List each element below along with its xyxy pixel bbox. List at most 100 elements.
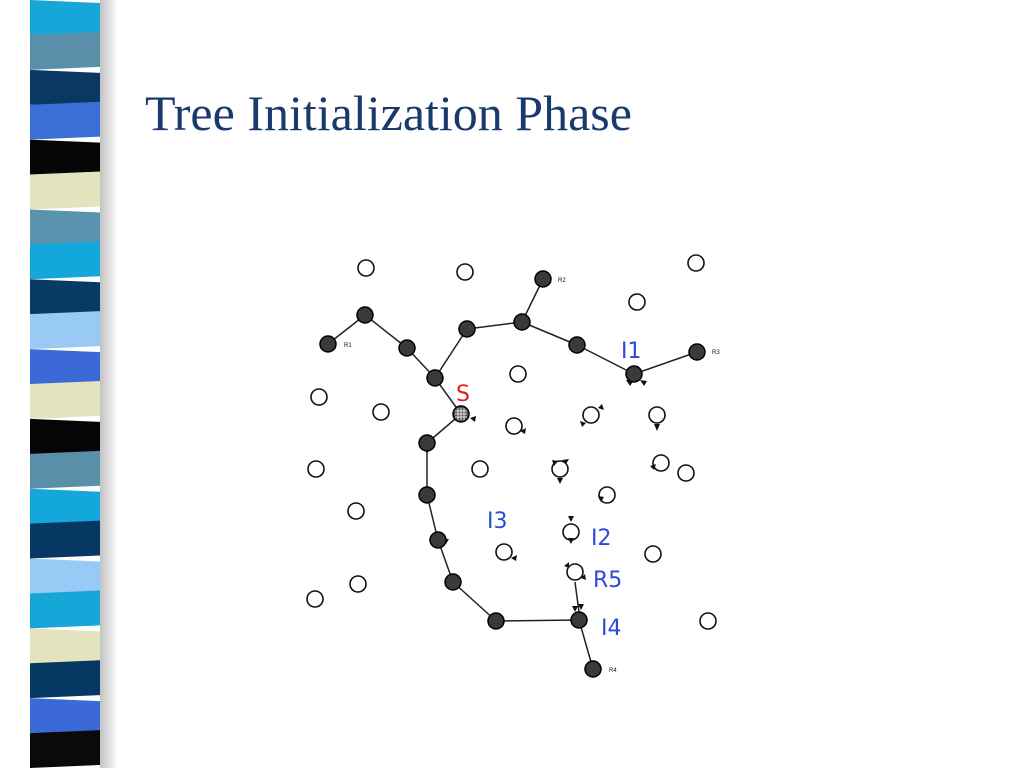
idle-node — [347, 502, 365, 520]
annotation-i1: I1 — [621, 339, 642, 364]
tree-node — [444, 573, 462, 591]
label-r1: R1 — [344, 343, 352, 349]
tree-node — [426, 369, 444, 387]
slide-title: Tree Initialization Phase — [145, 85, 632, 141]
sidebar-stripe — [30, 590, 100, 629]
label-r3: R3 — [712, 350, 720, 356]
sidebar-stripe — [30, 628, 100, 667]
annotation-i4: I4 — [601, 616, 622, 641]
arrow-marker — [552, 460, 558, 466]
sidebar-stripe — [30, 31, 100, 70]
annotation-i3: I3 — [487, 509, 508, 534]
idle-node — [566, 563, 584, 581]
tree-node — [688, 343, 706, 361]
source-node-hatching — [455, 408, 467, 420]
idle-node — [652, 454, 670, 472]
tree-node — [534, 270, 552, 288]
sidebar-stripe — [30, 311, 100, 350]
sidebar-stripe — [30, 450, 100, 489]
sidebar-stripe — [30, 241, 100, 280]
tree-nodes — [319, 270, 706, 678]
idle-node — [677, 464, 695, 482]
tree-node — [584, 660, 602, 678]
edge — [364, 314, 408, 349]
arrow-marker — [568, 538, 574, 544]
sidebar-stripe — [30, 520, 100, 559]
idle-node — [648, 406, 666, 424]
tree-diagram: R1 R2 R3 R4 S I1 I3 I2 R5 I4 — [306, 254, 720, 678]
arrow-marker — [520, 428, 526, 434]
label-r2: R2 — [558, 278, 566, 284]
tree-node — [418, 486, 436, 504]
edge — [452, 581, 497, 622]
idle-node — [644, 545, 662, 563]
arrow-marker — [640, 380, 647, 386]
idle-node — [307, 460, 325, 478]
idle-nodes — [306, 254, 717, 630]
arrow-marker — [564, 562, 569, 568]
tree-node — [568, 336, 586, 354]
sidebar-stripe — [30, 418, 100, 457]
edge — [633, 351, 698, 375]
edge — [521, 321, 578, 346]
arrow-marker — [581, 574, 586, 580]
idle-node — [509, 365, 527, 383]
arrow-marker — [557, 478, 563, 484]
arrow-marker — [572, 606, 578, 612]
idle-node — [306, 590, 324, 608]
tree-node — [513, 313, 531, 331]
tree-node — [487, 612, 505, 630]
edge — [466, 321, 523, 330]
idle-node — [471, 460, 489, 478]
tree-node — [356, 306, 374, 324]
sidebar-stripe — [30, 139, 100, 178]
sidebar-stripe — [30, 0, 100, 38]
tree-node — [429, 531, 447, 549]
edge — [574, 581, 580, 613]
idle-node — [687, 254, 705, 272]
sidebar-stripes — [30, 0, 100, 768]
sidebar-stripe — [30, 279, 100, 318]
arrow-marker — [650, 464, 656, 470]
arrow-marker — [511, 555, 517, 561]
sidebar-stripe — [30, 171, 100, 210]
sidebar-stripe — [30, 558, 100, 597]
edge — [576, 344, 635, 375]
arrow-marker — [598, 496, 604, 502]
sidebar-stripe — [30, 488, 100, 527]
sidebar-stripe — [30, 349, 100, 387]
arrow-marker — [568, 516, 574, 522]
idle-node — [349, 575, 367, 593]
edge — [495, 619, 580, 622]
annotation-source: S — [456, 382, 470, 407]
sidebar-stripe — [30, 698, 100, 737]
node-arrows — [424, 380, 660, 612]
sidebar-stripe — [30, 101, 100, 140]
arrow-marker — [654, 424, 660, 431]
tree-node — [570, 611, 588, 629]
idle-node — [456, 263, 474, 281]
sidebar-stripe — [30, 69, 100, 108]
idle-node — [505, 417, 523, 435]
tree-node — [458, 320, 476, 338]
sidebar-stripe — [30, 730, 100, 768]
sidebar-stripe — [30, 381, 100, 419]
idle-node — [598, 486, 616, 504]
idle-node — [582, 406, 600, 424]
idle-node — [628, 293, 646, 311]
arrow-marker — [598, 404, 604, 410]
sidebar-shadow — [100, 0, 118, 768]
idle-node — [699, 612, 717, 630]
arrow-marker — [562, 459, 569, 464]
idle-node — [495, 543, 513, 561]
tree-node — [625, 365, 643, 383]
tree-node — [398, 339, 416, 357]
handwritten-annotations: S I1 I3 I2 R5 I4 — [456, 339, 642, 641]
annotation-r5: R5 — [593, 568, 622, 593]
label-r4: R4 — [609, 668, 617, 674]
edge — [434, 328, 468, 379]
idle-node — [551, 460, 569, 478]
tree-node — [319, 335, 337, 353]
tree-node — [418, 434, 436, 452]
idle-node — [310, 388, 328, 406]
